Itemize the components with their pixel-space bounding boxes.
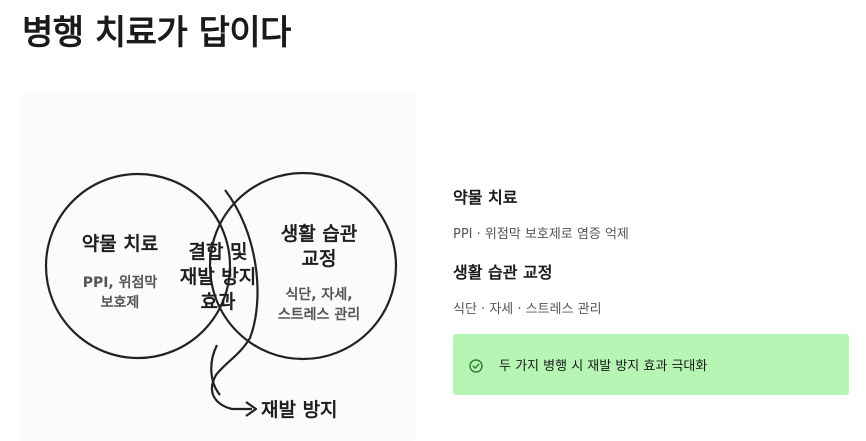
right-circle-title-1: 생활 습관 (281, 223, 358, 245)
right-circle-detail-2: 스트레스 관리 (278, 306, 360, 323)
left-circle (44, 172, 232, 360)
overlap-line-2: 재발 방지 (180, 266, 257, 288)
right-circle-title-2: 교정 (302, 248, 337, 270)
left-circle-detail-1: PPI, 위점막 (83, 274, 158, 291)
left-circle-detail-2: 보호제 (101, 295, 140, 311)
connector-curve (210, 189, 259, 411)
info-desc-medication: PPI · 위점막 보호제로 염증 억제 (453, 227, 629, 242)
callout-text: 두 가지 병행 시 재발 방지 효과 극대화 (499, 359, 708, 374)
right-circle (208, 171, 398, 361)
overlap-line-3: 효과 (201, 291, 236, 313)
left-circle-title: 약물 치료 (82, 233, 159, 255)
info-heading-lifestyle: 생활 습관 교정 (453, 263, 553, 282)
venn-diagram-illustration: 약물 치료 PPI, 위점막 보호제 결합 및 재발 방지 효과 생활 습관 교… (20, 93, 416, 441)
venn-diagram: 약물 치료 PPI, 위점막 보호제 결합 및 재발 방지 효과 생활 습관 교… (44, 171, 398, 421)
check-circle-icon (469, 358, 483, 373)
tail-curve (210, 344, 221, 396)
info-heading-medication: 약물 치료 (453, 188, 518, 207)
arrow-head (245, 401, 258, 417)
callout-banner: 두 가지 병행 시 재발 방지 효과 극대화 (453, 334, 849, 395)
arrow-label: 재발 방지 (261, 399, 338, 421)
page-title: 병행 치료가 답이다 (22, 13, 291, 53)
info-desc-lifestyle: 식단 · 자세 · 스트레스 관리 (453, 302, 602, 317)
right-circle-detail-1: 식단, 자세, (285, 286, 352, 303)
overlap-line-1: 결합 및 (188, 241, 247, 263)
